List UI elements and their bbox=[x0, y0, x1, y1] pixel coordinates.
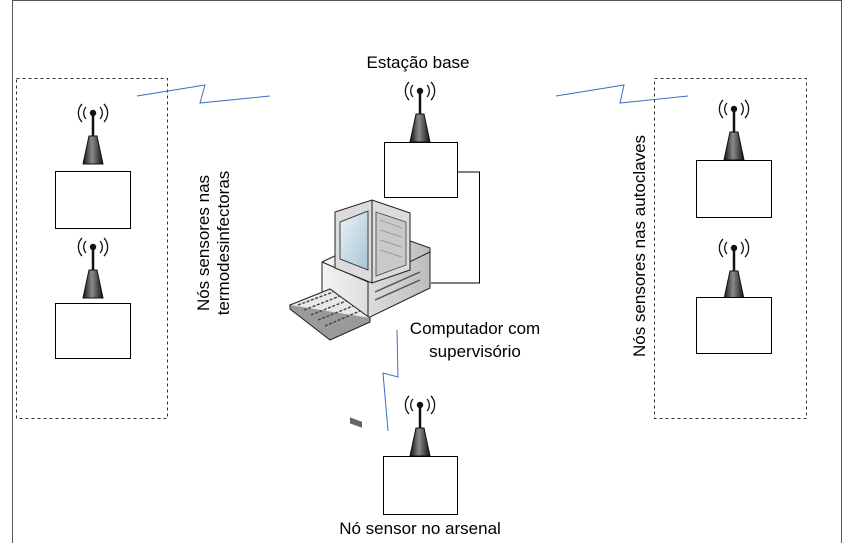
node-box bbox=[696, 297, 772, 354]
antenna-icon bbox=[718, 98, 750, 162]
computer-label-line1: Computador com bbox=[409, 319, 541, 338]
left-group-label-line2: termodesinfectoras bbox=[214, 170, 233, 316]
base-station bbox=[384, 80, 458, 198]
node-box bbox=[383, 456, 458, 515]
antenna-icon bbox=[77, 102, 109, 166]
node-box bbox=[55, 303, 131, 359]
computer-label-line2: supervisório bbox=[429, 342, 521, 361]
left-group-boundary bbox=[16, 78, 168, 419]
cable-connection bbox=[431, 171, 480, 284]
computer-icon bbox=[289, 199, 431, 428]
sensor-node-right-1 bbox=[696, 98, 772, 218]
node-box bbox=[696, 160, 772, 218]
right-group-boundary bbox=[654, 78, 807, 419]
sensor-node-arsenal bbox=[383, 394, 458, 515]
base-station-label: Estação base bbox=[366, 53, 470, 72]
base-station-box bbox=[384, 142, 458, 198]
antenna-icon bbox=[404, 394, 436, 458]
arsenal-node-label: Nó sensor no arsenal bbox=[339, 519, 501, 538]
sensor-node-right-2 bbox=[696, 237, 772, 354]
right-group-label: Nós sensores nas autoclaves bbox=[630, 134, 649, 358]
sensor-node-left-1 bbox=[55, 102, 131, 229]
node-box bbox=[55, 171, 131, 229]
antenna-icon bbox=[718, 237, 750, 301]
left-group-label-line1: Nós sensores nas bbox=[194, 174, 213, 312]
wireless-link-icon bbox=[136, 84, 689, 432]
sensor-node-left-2 bbox=[55, 236, 131, 359]
antenna-icon bbox=[404, 80, 436, 144]
antenna-icon bbox=[77, 236, 109, 300]
